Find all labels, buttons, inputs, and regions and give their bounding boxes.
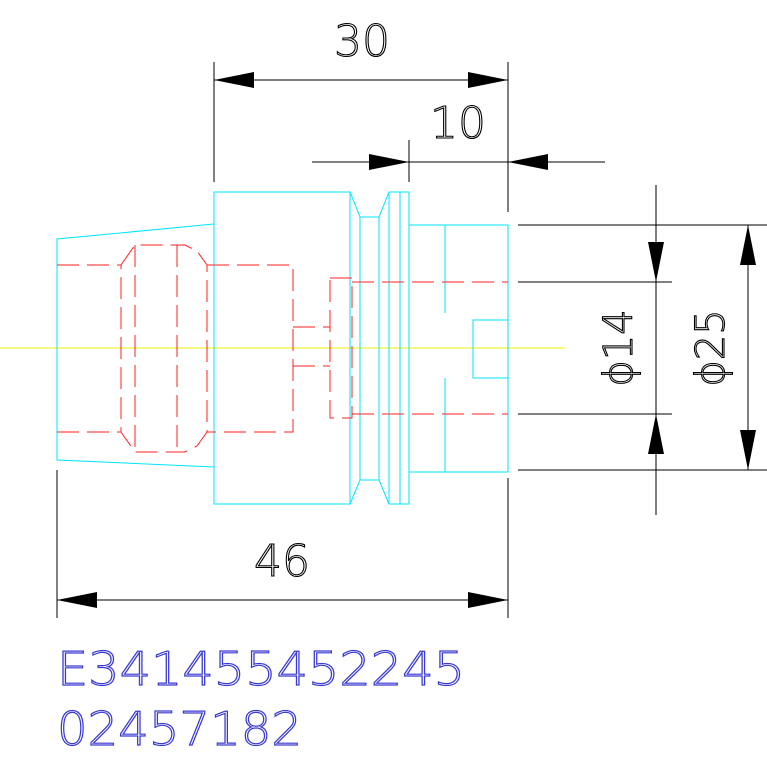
dim-label-46: 46 [254, 536, 310, 587]
stem-hole [329, 277, 353, 419]
shank [409, 224, 509, 473]
part-code-line-2: 02457182 [57, 702, 302, 756]
hidden-lines [57, 244, 508, 453]
dimension-lines [56, 62, 767, 618]
taper-nose [56, 223, 215, 468]
dim-label-phi14: ϕ14 [596, 309, 642, 386]
part-outline [56, 191, 509, 505]
key-slot [472, 319, 508, 379]
groove [359, 191, 410, 505]
dim-label-phi25: ϕ25 [688, 309, 734, 386]
part-code-line-1: E341455452245 [57, 642, 465, 696]
inner-bore [207, 264, 294, 433]
dim-label-10: 10 [430, 98, 486, 149]
dim-label-30: 30 [334, 16, 390, 67]
